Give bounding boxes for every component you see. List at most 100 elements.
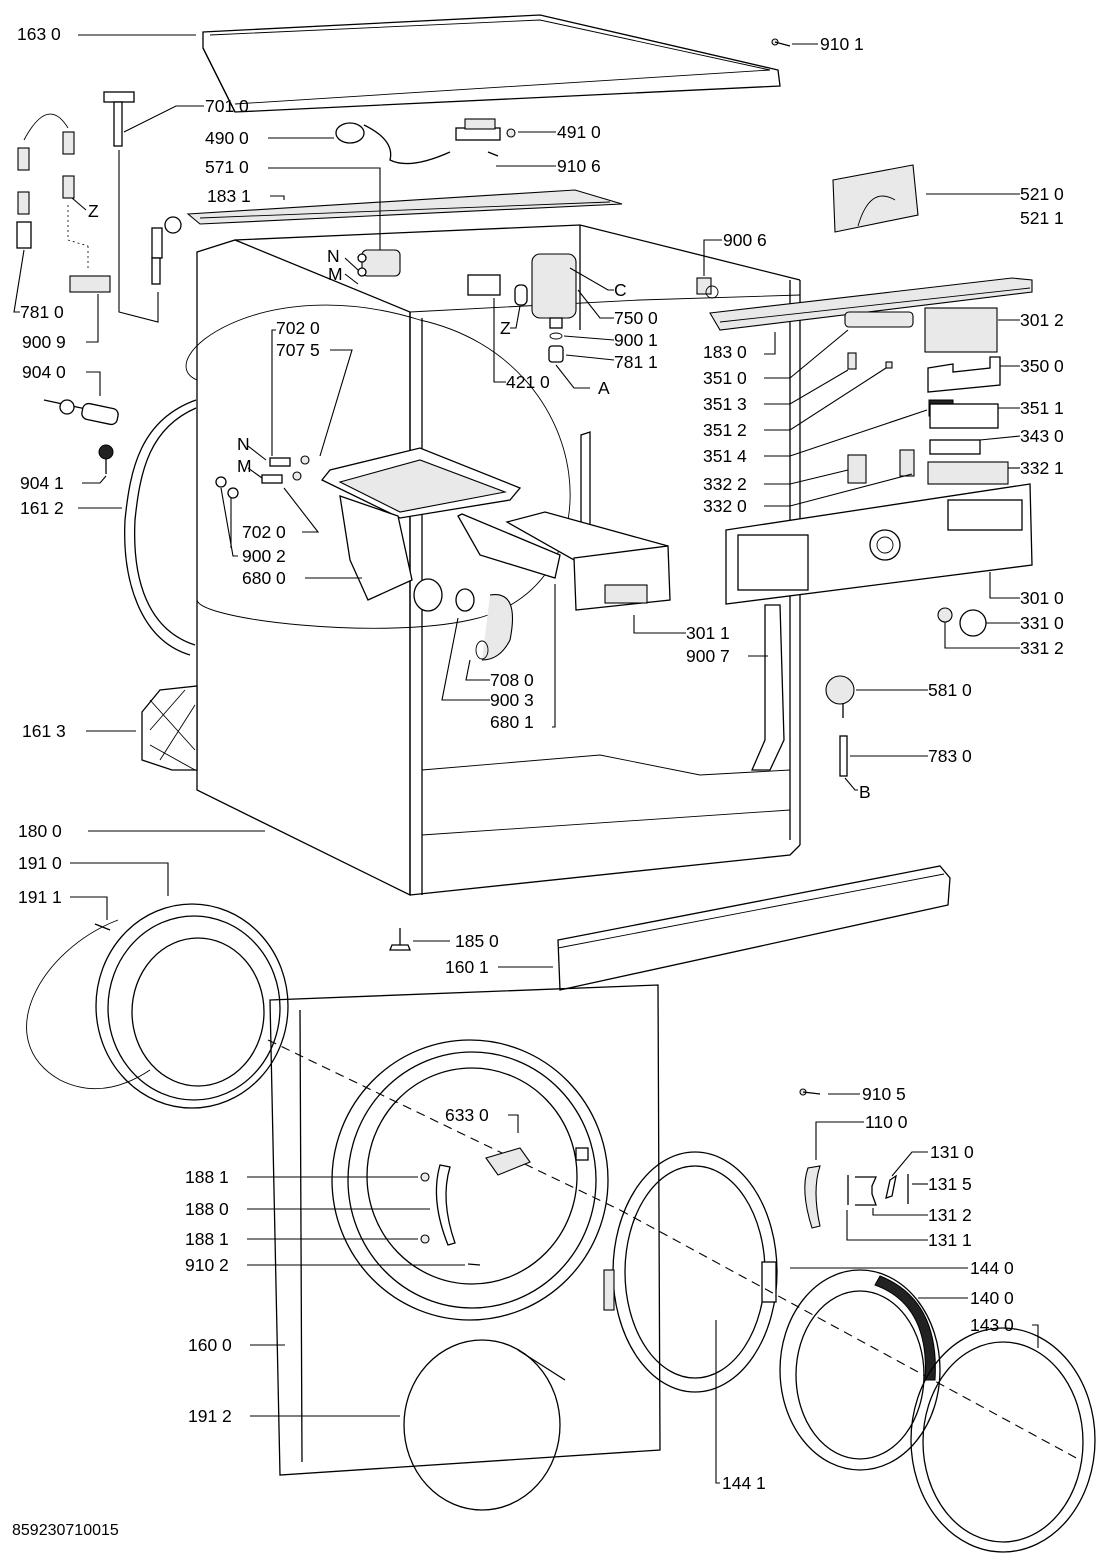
kickplate <box>557 865 951 991</box>
part-label-7080: 708 0 <box>490 670 534 690</box>
dispenser-drawer <box>457 511 671 611</box>
part-label-7830: 783 0 <box>928 746 972 766</box>
part-label-5210: 521 0 <box>1020 184 1064 204</box>
part-label-9001: 900 1 <box>614 330 658 350</box>
seal-clamp-ring <box>403 1339 566 1511</box>
display-board <box>927 356 1001 393</box>
part-label-6800: 680 0 <box>242 568 286 588</box>
part-label-3010: 301 0 <box>1020 588 1064 608</box>
part-label-3312: 331 2 <box>1020 638 1064 658</box>
part-label-9002: 900 2 <box>242 546 286 566</box>
part-label-3012: 301 2 <box>1020 310 1064 330</box>
part-label-1911: 191 1 <box>18 887 62 907</box>
front-panel <box>269 984 661 1476</box>
part-label-7010: 701 0 <box>205 96 249 116</box>
part-label-7020-bottom: 702 0 <box>242 522 286 542</box>
part-label-1612: 161 2 <box>20 498 64 518</box>
part-label-4900: 490 0 <box>205 128 249 148</box>
door-lock <box>485 1147 531 1176</box>
part-label-9106: 910 6 <box>557 156 601 176</box>
part-label-7810: 781 0 <box>20 302 64 322</box>
part-label-1315: 131 5 <box>928 1174 972 1194</box>
part-label-1601: 160 1 <box>445 957 489 977</box>
inlet-elbow <box>151 216 182 285</box>
door-hinge <box>420 1164 481 1266</box>
part-label-1830: 183 0 <box>703 342 747 362</box>
part-label-1831: 183 1 <box>207 186 251 206</box>
part-label-7020-top: 702 0 <box>276 318 320 338</box>
part-label-5211: 521 1 <box>1020 208 1064 228</box>
clip-9006 <box>696 277 719 299</box>
top-cover <box>202 14 781 113</box>
part-label-9009: 900 9 <box>22 332 66 352</box>
power-cable <box>335 122 451 165</box>
part-label-9003: 900 3 <box>490 690 534 710</box>
connector-letter-b: B <box>859 782 871 802</box>
door-window <box>779 1269 941 1471</box>
drain-pump <box>531 253 577 363</box>
part-label-9102: 910 2 <box>185 1255 229 1275</box>
part-label-1850: 185 0 <box>455 931 499 951</box>
capacitor <box>467 274 528 306</box>
hose-springs <box>16 113 111 293</box>
part-label-7500: 750 0 <box>614 308 658 328</box>
part-label-9040: 904 0 <box>22 362 66 382</box>
part-label-9007: 900 7 <box>686 646 730 666</box>
part-label-4910: 491 0 <box>557 122 601 142</box>
dispenser-housing <box>320 447 522 612</box>
part-label-1310: 131 0 <box>930 1142 974 1162</box>
connector-letter-a: A <box>598 378 610 398</box>
part-label-7075: 707 5 <box>276 340 320 360</box>
part-label-9105: 910 5 <box>862 1084 906 1104</box>
part-label-3514: 351 4 <box>703 446 747 466</box>
door-frame <box>603 1151 778 1393</box>
connector-letter-m2: M <box>237 456 252 476</box>
control-board-3012 <box>924 307 998 353</box>
pressure-switch <box>825 675 855 718</box>
control-panel <box>725 483 1033 605</box>
part-label-1312: 131 2 <box>928 1205 972 1225</box>
document-number: 859230710015 <box>12 1522 119 1539</box>
part-label-9101: 910 1 <box>820 34 864 54</box>
button-strip <box>844 311 914 328</box>
connector-letter-n2: N <box>237 434 250 454</box>
part-label-1912: 191 2 <box>188 1406 232 1426</box>
part-label-1613: 161 3 <box>22 721 66 741</box>
door-handle <box>804 1165 821 1229</box>
part-label-9041: 904 1 <box>20 473 64 493</box>
part-label-1311: 131 1 <box>928 1230 972 1250</box>
connector-letter-z2: Z <box>500 318 511 338</box>
part-label-1881-lower: 188 1 <box>185 1229 229 1249</box>
connector-letter-m: M <box>328 264 343 284</box>
part-label-3310: 331 0 <box>1020 613 1064 633</box>
part-label-3011: 301 1 <box>686 623 730 643</box>
part-label-4210: 421 0 <box>506 372 550 392</box>
part-label-1910: 191 0 <box>18 853 62 873</box>
part-label-3511: 351 1 <box>1020 398 1064 418</box>
part-label-3513: 351 3 <box>703 394 747 414</box>
top-rail <box>186 189 623 225</box>
inlet-pipe <box>103 91 135 147</box>
part-label-3321: 332 1 <box>1020 458 1064 478</box>
part-label-3430: 343 0 <box>1020 426 1064 446</box>
part-label-9006: 900 6 <box>723 230 767 250</box>
part-label-1880: 188 0 <box>185 1199 229 1219</box>
part-label-3500: 350 0 <box>1020 356 1064 376</box>
adjustable-foot <box>389 928 411 951</box>
service-panel <box>141 685 198 771</box>
part-label-7811: 781 1 <box>614 352 658 372</box>
interference-filter <box>455 118 516 141</box>
part-label-1100: 110 0 <box>865 1112 908 1132</box>
part-label-1441: 144 1 <box>722 1473 766 1493</box>
connector-letter-z: Z <box>88 201 99 221</box>
inlet-valve <box>357 249 401 277</box>
part-label-3322: 332 2 <box>703 474 747 494</box>
connector-letter-c: C <box>614 280 627 300</box>
part-label-3510: 351 0 <box>703 368 747 388</box>
part-label-1881-upper: 188 1 <box>185 1167 229 1187</box>
electronic-module <box>832 164 919 233</box>
connector-letter-n: N <box>327 246 340 266</box>
part-label-1600: 160 0 <box>188 1335 232 1355</box>
